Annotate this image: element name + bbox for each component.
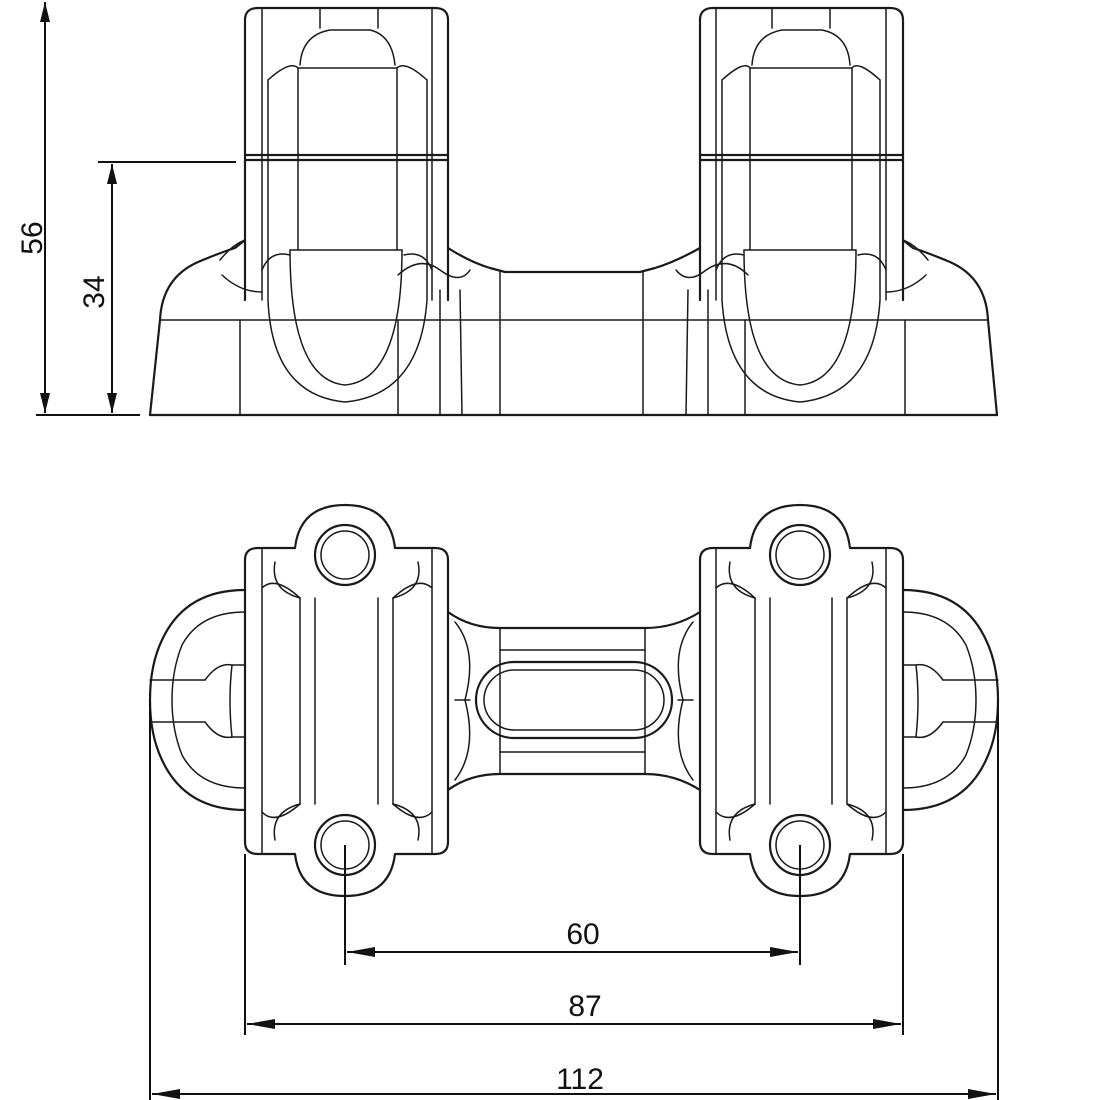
- side-view-base: [148, 238, 999, 417]
- dimension-hole-spacing: 60: [344, 845, 801, 965]
- dimension-overall-width: 112: [149, 700, 999, 1100]
- dimension-body-height: 34: [78, 161, 236, 413]
- side-view-left-clamp: [219, 6, 471, 403]
- top-view-left-lobe: [148, 588, 247, 812]
- dimension-total-height: 56: [16, 2, 140, 416]
- top-view: 60 87 112: [148, 503, 1000, 1100]
- top-view-left-clamp: [243, 503, 450, 898]
- side-view: 56 34: [16, 2, 999, 417]
- center-slot: [474, 660, 674, 740]
- top-view-right-clamp: [698, 503, 905, 898]
- top-view-right-lobe: [901, 588, 1000, 812]
- dimension-label-56: 56: [16, 221, 49, 254]
- dimension-label-34: 34: [78, 275, 111, 308]
- dimension-label-112: 112: [556, 1063, 604, 1096]
- dimension-label-87: 87: [568, 990, 601, 1023]
- dimension-clamp-width: 87: [244, 854, 904, 1035]
- dimension-label-60: 60: [566, 918, 599, 951]
- side-view-right-clamp: [675, 6, 929, 403]
- top-view-center-bridge: [446, 610, 702, 792]
